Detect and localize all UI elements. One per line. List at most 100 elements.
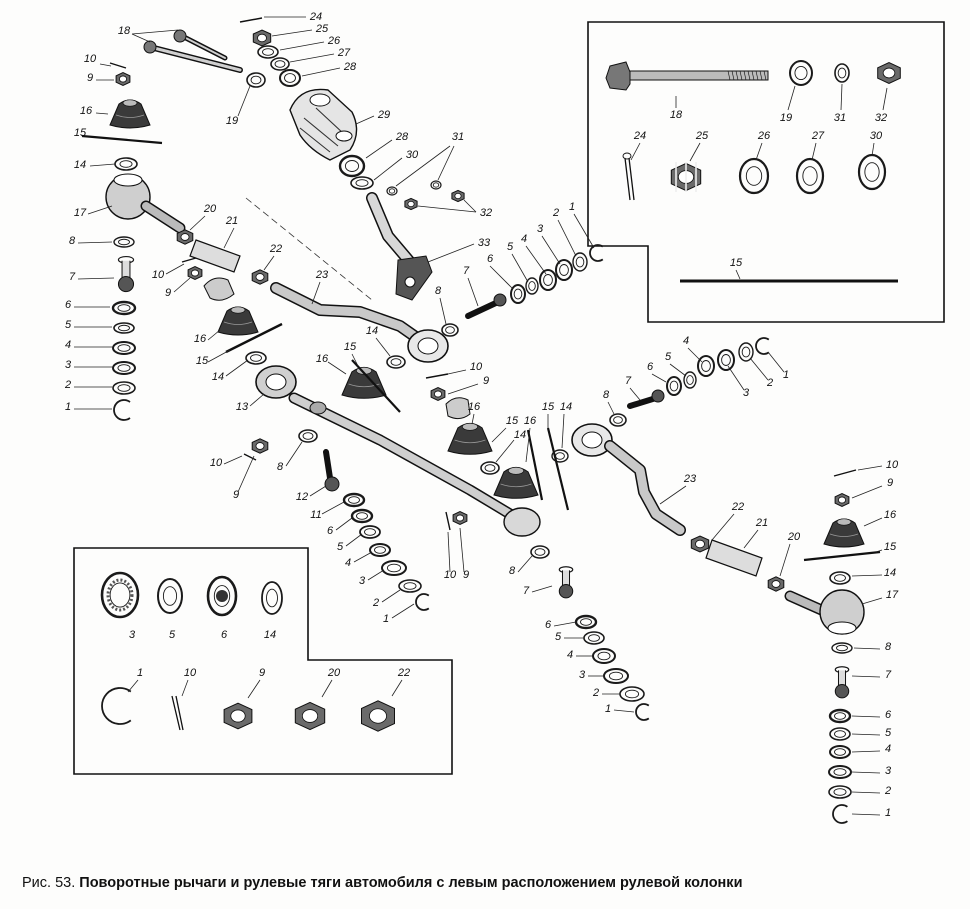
bushing-28-bottom [338,154,366,178]
label-n31: 31 [395,131,464,187]
svg-text:14: 14 [366,325,378,337]
inset-washer-27 [795,157,825,195]
svg-text:2: 2 [64,379,71,391]
label-n6: 6 [647,361,667,383]
svg-text:7: 7 [625,375,632,387]
tie-rod-end-17-left [105,173,186,234]
label-n2: 2 [64,379,112,391]
label-n4: 4 [683,335,703,363]
svg-text:16: 16 [524,415,537,427]
label-n9: 9 [447,375,489,395]
svg-text:8: 8 [885,641,892,653]
pitman-arm-33 [245,192,433,301]
inset-washer-31 [834,63,850,83]
right-stack [828,708,852,824]
inset-washer-5 [157,578,183,614]
svg-text:10: 10 [470,361,483,373]
label-n14: 14 [560,401,572,449]
label-n22: 22 [391,667,410,697]
label-n20: 20 [321,667,341,698]
label-n5: 5 [665,351,687,377]
inset-ball-cup-6 [206,575,238,617]
svg-text:10: 10 [444,569,457,581]
label-n2: 2 [592,687,620,699]
svg-text:1: 1 [569,201,575,213]
svg-text:19: 19 [780,112,792,124]
washer-14-top [114,157,138,171]
seal-15-mid [225,322,283,354]
svg-text:2: 2 [884,785,891,797]
svg-text:8: 8 [69,235,76,247]
svg-text:8: 8 [277,461,284,473]
center-stack [342,492,430,611]
label-n20: 20 [779,531,801,577]
label-n13: 13 [236,393,265,413]
svg-text:22: 22 [731,501,744,513]
svg-text:1: 1 [783,369,789,381]
washer-2-left [112,381,136,395]
svg-text:13: 13 [236,401,249,413]
cross-rod-13 [288,392,541,537]
label-n17: 17 [74,205,113,219]
boot-16-center [341,366,387,399]
svg-text:6: 6 [65,299,72,311]
seal-15-right [803,550,881,562]
ball-cup-6-left [111,300,137,316]
label-n2: 2 [552,207,577,257]
svg-text:20: 20 [203,203,217,215]
inset-bolt-18 [605,61,769,91]
label-n21: 21 [223,215,238,249]
svg-text:3: 3 [359,575,366,587]
svg-text:31: 31 [834,112,846,124]
svg-text:5: 5 [665,351,672,363]
label-n3: 3 [359,569,385,587]
washer-31-pair [386,180,442,196]
clip-1-left [113,399,131,421]
inset-box-bottom-left [73,547,453,775]
svg-text:14: 14 [514,429,526,441]
label-n16: 16 [863,509,897,527]
svg-text:1: 1 [137,667,143,679]
label-n14: 14 [264,629,276,641]
svg-text:20: 20 [327,667,341,679]
label-n4: 4 [65,339,112,351]
label-n16: 16 [194,329,221,345]
svg-text:10: 10 [184,667,197,679]
svg-text:16: 16 [80,105,93,117]
label-n26: 26 [755,130,771,161]
svg-text:9: 9 [165,287,171,299]
seals-15-center-right [526,427,570,511]
svg-text:28: 28 [395,131,409,143]
inset-castle-nut-9 [223,702,253,730]
adjusting-tube-21-upper [189,239,241,273]
washer-8-mid [441,323,459,337]
svg-text:3: 3 [129,629,136,641]
nut-20-right [767,576,785,592]
label-n5: 5 [555,631,584,643]
label-n5: 5 [65,319,112,331]
label-n1: 1 [383,603,415,625]
label-n33: 33 [427,237,491,263]
svg-text:3: 3 [743,387,750,399]
label-n9: 9 [233,455,255,501]
svg-text:2: 2 [372,597,379,609]
label-n12: 12 [296,485,327,503]
svg-text:10: 10 [84,53,97,65]
svg-text:16: 16 [468,401,481,413]
svg-text:9: 9 [87,72,93,84]
inset-cotter-10 [171,695,184,731]
svg-text:4: 4 [345,557,351,569]
svg-text:1: 1 [65,401,71,413]
inset-washer-14 [261,581,283,615]
svg-text:8: 8 [435,285,442,297]
svg-text:6: 6 [221,629,228,641]
svg-text:15: 15 [196,355,209,367]
svg-text:4: 4 [567,649,573,661]
svg-text:19: 19 [226,115,238,127]
svg-text:25: 25 [695,130,709,142]
label-n25: 25 [689,130,709,162]
label-n15: 15 [730,257,743,280]
link-piece-upper [203,277,235,301]
cotter-10-left [243,453,257,461]
